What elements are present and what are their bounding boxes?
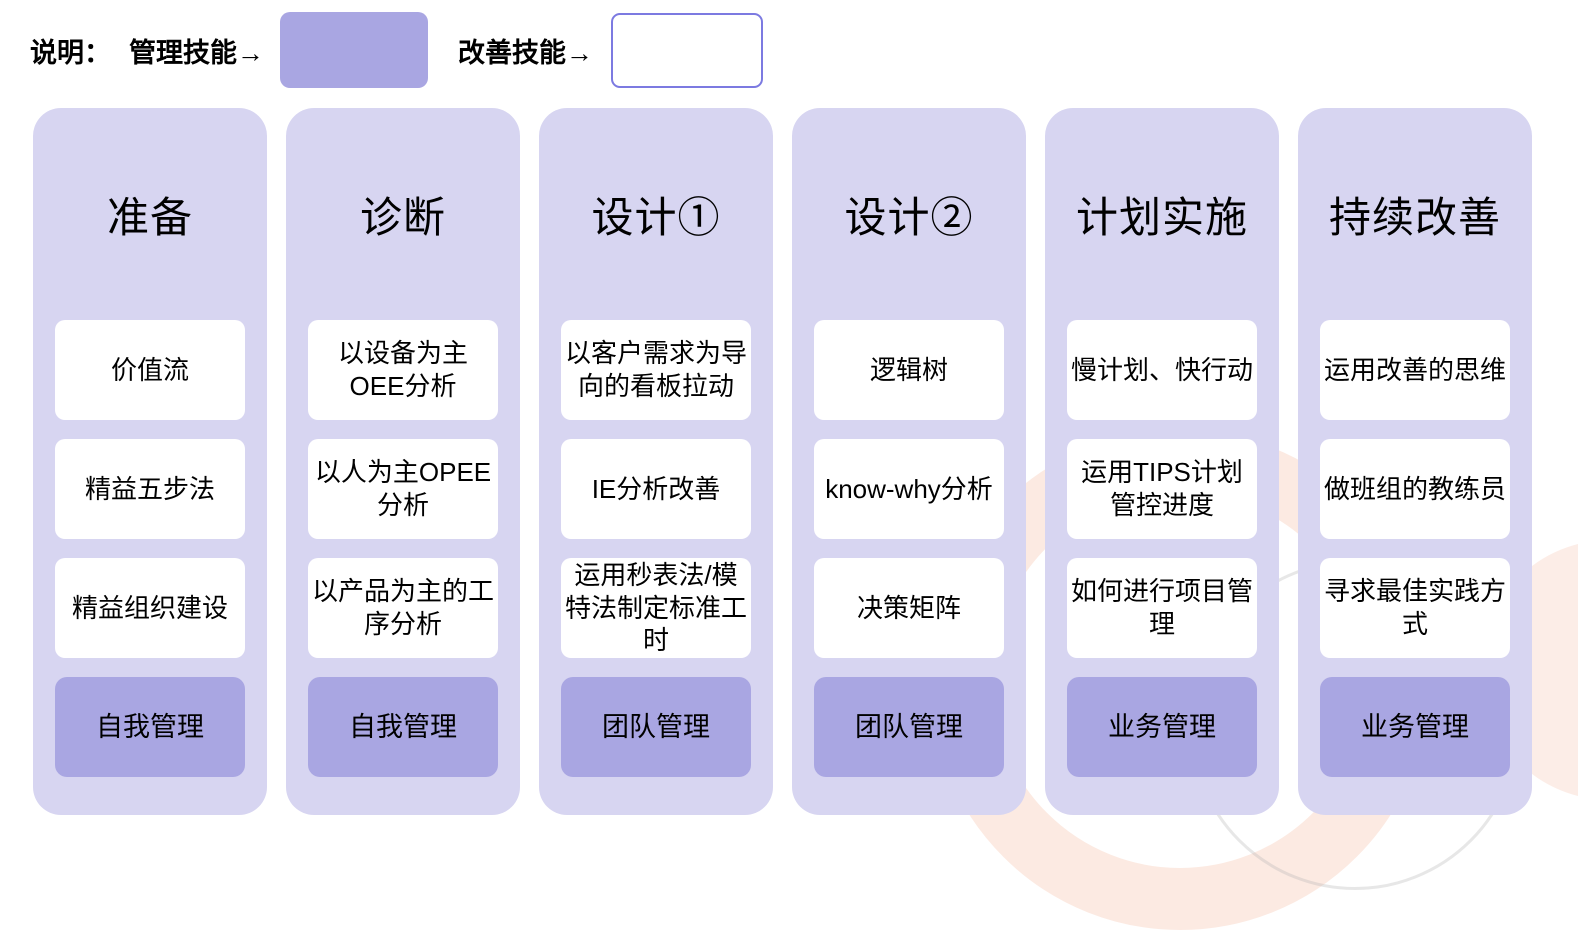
phase-column-plan-implementation: 计划实施 慢计划、快行动 运用TIPS计划管控进度 如何进行项目管理 业务管理 [1045, 108, 1279, 815]
skill-card: 以设备为主OEE分析 [308, 320, 498, 420]
phase-title: 持续改善 [1328, 193, 1501, 241]
card-list: 慢计划、快行动 运用TIPS计划管控进度 如何进行项目管理 业务管理 [1067, 320, 1257, 777]
skill-card: 以客户需求为导向的看板拉动 [561, 320, 751, 420]
management-skill-card: 团队管理 [561, 677, 751, 777]
skill-card: 逻辑树 [814, 320, 1004, 420]
phase-title: 设计② [844, 193, 974, 241]
management-skill-card: 团队管理 [814, 677, 1004, 777]
skill-card: 如何进行项目管理 [1067, 558, 1257, 658]
legend: 说明： 管理技能→ 改善技能→ [30, 0, 763, 100]
phase-column-continuous-improvement: 持续改善 运用改善的思维 做班组的教练员 寻求最佳实践方式 业务管理 [1298, 108, 1532, 815]
phase-column-diagnosis: 诊断 以设备为主OEE分析 以人为主OPEE分析 以产品为主的工序分析 自我管理 [286, 108, 520, 815]
skill-card: 慢计划、快行动 [1067, 320, 1257, 420]
skill-card: 做班组的教练员 [1320, 439, 1510, 539]
skill-card: 精益五步法 [55, 439, 245, 539]
skill-card: 寻求最佳实践方式 [1320, 558, 1510, 658]
skill-card: 价值流 [55, 320, 245, 420]
management-skill-swatch [280, 12, 428, 88]
phase-title: 计划实施 [1075, 193, 1248, 241]
skill-card: know-why分析 [814, 439, 1004, 539]
legend-caption: 说明： [30, 37, 111, 68]
improvement-skill-swatch [611, 12, 763, 88]
skill-card: 以人为主OPEE分析 [308, 439, 498, 539]
phase-column-design-1: 设计① 以客户需求为导向的看板拉动 IE分析改善 运用秒表法/模特法制定标准工时… [539, 108, 773, 815]
phase-title: 准备 [106, 193, 193, 241]
legend-management-label: 管理技能→ [129, 37, 264, 68]
phase-columns: 准备 价值流 精益五步法 精益组织建设 自我管理 诊断 以设备为主OEE分析 以… [33, 108, 1532, 815]
card-list: 逻辑树 know-why分析 决策矩阵 团队管理 [814, 320, 1004, 777]
phase-column-preparation: 准备 价值流 精益五步法 精益组织建设 自我管理 [33, 108, 267, 815]
management-skill-card: 自我管理 [55, 677, 245, 777]
card-list: 以客户需求为导向的看板拉动 IE分析改善 运用秒表法/模特法制定标准工时 团队管… [561, 320, 751, 777]
skill-card: 运用秒表法/模特法制定标准工时 [561, 558, 751, 658]
card-list: 价值流 精益五步法 精益组织建设 自我管理 [55, 320, 245, 777]
phase-title: 诊断 [359, 193, 446, 241]
skill-card: 运用TIPS计划管控进度 [1067, 439, 1257, 539]
phase-column-design-2: 设计② 逻辑树 know-why分析 决策矩阵 团队管理 [792, 108, 1026, 815]
management-skill-card: 业务管理 [1320, 677, 1510, 777]
phase-title: 设计① [591, 193, 721, 241]
skill-card: 决策矩阵 [814, 558, 1004, 658]
skill-card: 精益组织建设 [55, 558, 245, 658]
legend-improvement-label: 改善技能→ [458, 37, 593, 68]
skill-card: IE分析改善 [561, 439, 751, 539]
skill-card: 运用改善的思维 [1320, 320, 1510, 420]
card-list: 以设备为主OEE分析 以人为主OPEE分析 以产品为主的工序分析 自我管理 [308, 320, 498, 777]
skill-card: 以产品为主的工序分析 [308, 558, 498, 658]
management-skill-card: 自我管理 [308, 677, 498, 777]
management-skill-card: 业务管理 [1067, 677, 1257, 777]
card-list: 运用改善的思维 做班组的教练员 寻求最佳实践方式 业务管理 [1320, 320, 1510, 777]
